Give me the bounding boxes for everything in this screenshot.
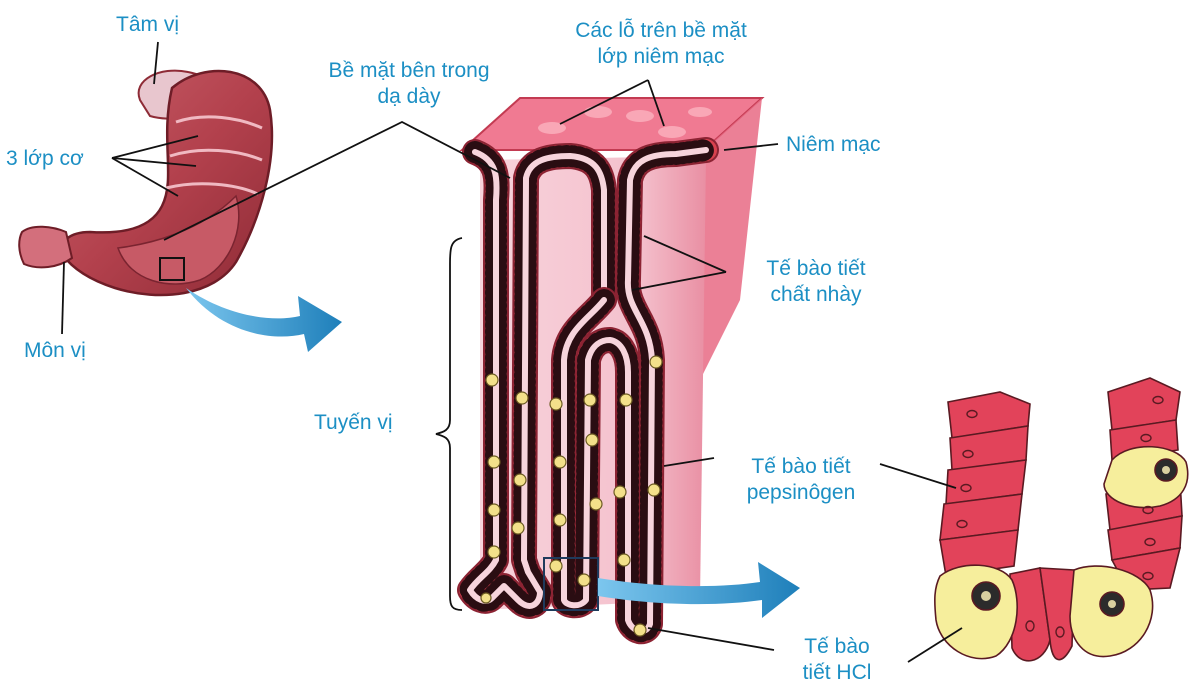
label-te-bao-tiet-hcl: Tế bào tiết HCl (772, 634, 902, 686)
label-nhay-line2: chất nhày (730, 282, 902, 308)
magnified-cells (935, 378, 1188, 661)
label-nhay-line1: Tế bào tiết (730, 256, 902, 282)
label-tam-vi: Tâm vị (116, 12, 179, 38)
label-hcl-line2: tiết HCl (772, 660, 902, 686)
label-pepsin-line2: pepsinôgen (716, 480, 886, 506)
label-be-mat-line2: dạ dày (296, 84, 522, 110)
stomach (19, 71, 272, 295)
pylorus (19, 227, 72, 268)
tuyen-vi-bracket (436, 238, 462, 610)
label-pepsin-line1: Tế bào tiết (716, 454, 886, 480)
zoom-arrow-1 (186, 288, 342, 352)
gastric-gland-block (462, 98, 762, 636)
label-tuyen-vi: Tuyến vị (314, 410, 393, 436)
label-niem-mac: Niêm mạc (786, 132, 881, 158)
label-3-lop-co: 3 lớp cơ (6, 146, 84, 172)
label-be-mat-line1: Bề mặt bên trong (296, 58, 522, 84)
label-te-bao-tiet-chat-nhay: Tế bào tiết chất nhày (730, 256, 902, 308)
label-cac-lo: Các lỗ trên bề mặt lớp niêm mạc (536, 18, 786, 70)
label-be-mat-ben-trong: Bề mặt bên trong dạ dày (296, 58, 522, 110)
label-hcl-line1: Tế bào (772, 634, 902, 660)
label-mon-vi: Môn vị (24, 338, 86, 364)
label-te-bao-tiet-pepsinogen: Tế bào tiết pepsinôgen (716, 454, 886, 506)
label-cac-lo-line1: Các lỗ trên bề mặt (536, 18, 786, 44)
label-cac-lo-line2: lớp niêm mạc (536, 44, 786, 70)
